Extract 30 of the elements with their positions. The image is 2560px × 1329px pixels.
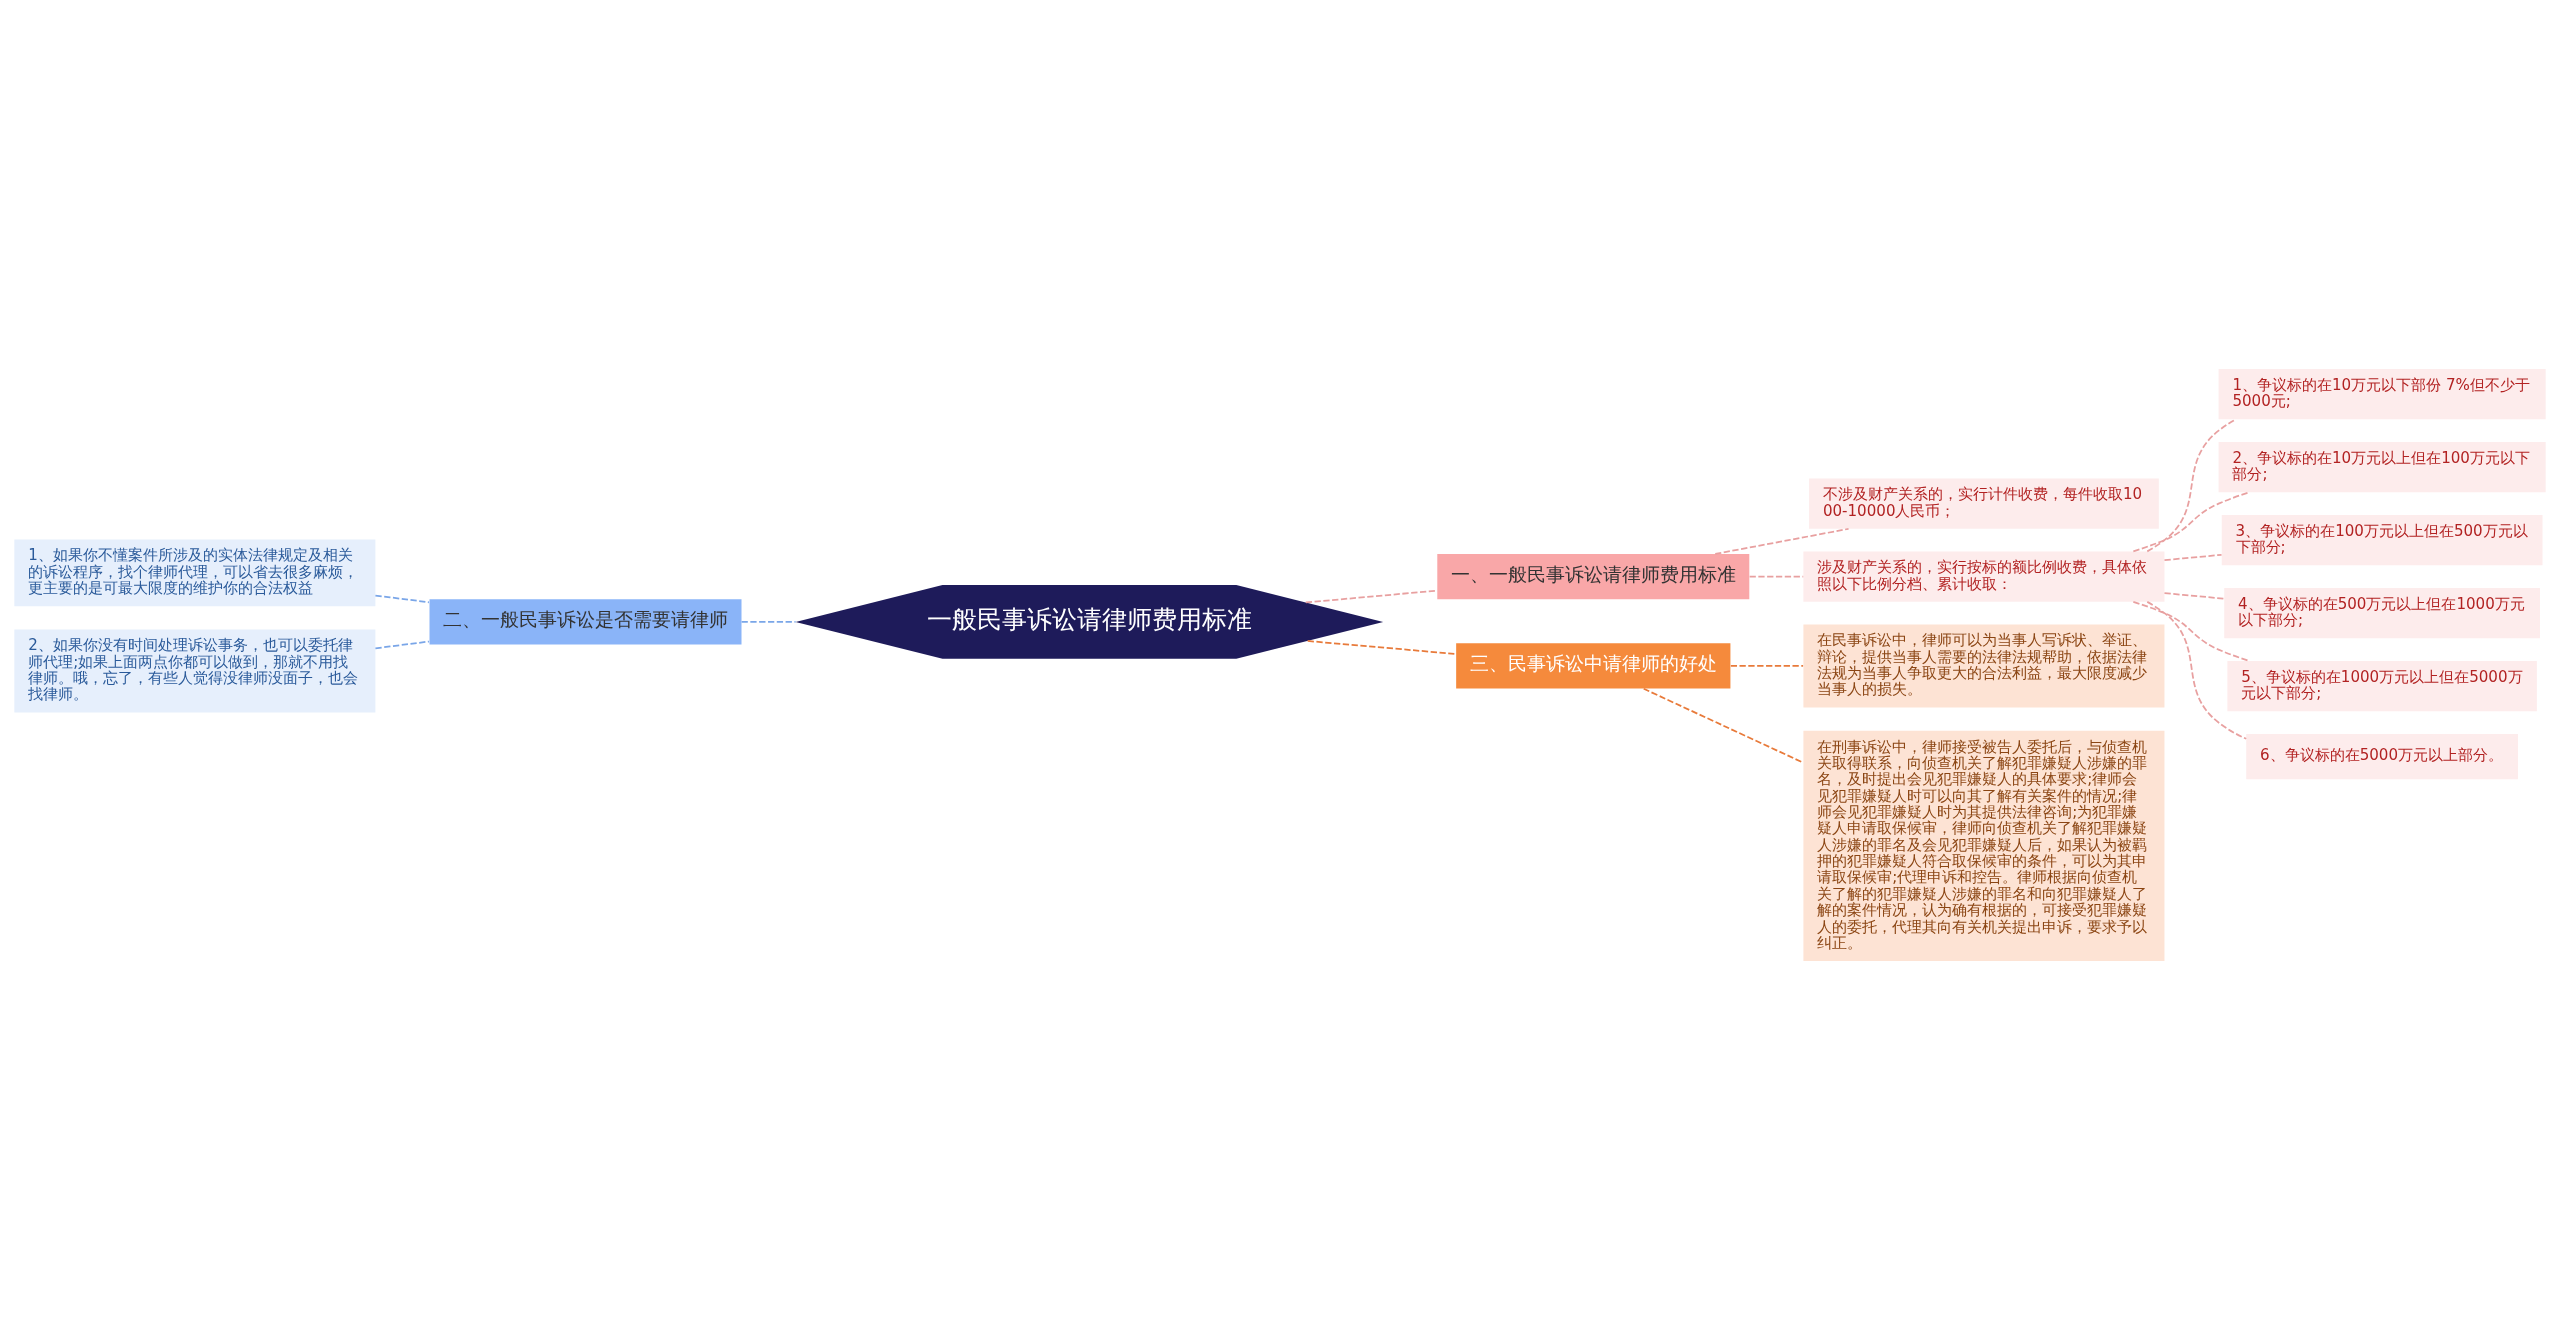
node-box: 在刑事诉讼中，律师接受被告人委托后，与侦查机关取得联系，向侦查机关了解犯罪嫌疑人涉嫌的罪名，及时提出会见犯罪嫌疑人的具体要求;律师会见犯罪嫌疑人时可以向其了解有关案件的情况;律师会见犯罪嫌疑人时为其提供法律咨询;为犯罪嫌疑人申请取保候审，律师向侦查机关了解犯罪嫌疑人涉嫌的罪名及会见犯罪嫌疑人后，如果认为被羁押的犯罪嫌疑人符合取保候审的条件，可以为其申请取保候审;代理申诉和控告。律师根据向侦查机关了解的犯罪嫌疑人涉嫌的罪名和向犯罪嫌疑人了解的案件情况，认为确有根据的，可接受犯罪嫌疑人的委托，代理其向有关机关提出申诉，要求予以纠正。	[1803, 730, 2165, 961]
connector	[2132, 491, 2250, 552]
connector	[2163, 553, 2223, 561]
node-box: 涉及财产关系的，实行按标的额比例收费，具体依照以下比例分档、累计收取：	[1803, 550, 2165, 602]
connector	[1729, 664, 1804, 667]
connector	[1642, 687, 1804, 763]
node-box: 4、争议标的在500万元以上但在1000万元以下部分;	[2224, 587, 2540, 638]
node-box: 3、争议标的在100万元以上但在500万元以下部分;	[2221, 514, 2543, 565]
connector	[1306, 639, 1457, 655]
node-box: 不涉及财产关系的，实行计件收费，每件收取1000-10000人民币；	[1809, 478, 2159, 529]
connector	[2146, 418, 2237, 552]
node-box: 2、如果你没有时间处理诉讼事务，也可以委托律师代理;如果上面两点你都可以做到，那就不用找律师。哦，忘了，有些人觉得没律师没面子，也会找律师。	[14, 628, 376, 712]
node-box: 在民事诉讼中，律师可以为当事人写诉状、举证、辩论，提供当事人需要的法律法规帮助，依据法律法规为当事人争取更大的合法利益，最大限度减少当事人的损失。	[1803, 623, 2165, 707]
connector	[2132, 600, 2250, 662]
connector	[1304, 589, 1438, 603]
connector	[2146, 600, 2248, 740]
node-box: 二、一般民事诉讼是否需要请律师	[429, 598, 742, 645]
node-box: 1、如果你不懂案件所涉及的实体法律规定及相关的诉讼程序，找个律师代理，可以省去很多麻烦，更主要的是可最大限度的维护你的合法权益	[14, 539, 376, 606]
connector	[374, 594, 430, 603]
node-box: 5、争议标的在1000万元以上但在5000万元以下部分;	[2227, 660, 2537, 711]
connector	[1714, 527, 1850, 555]
node-box: 三、民事诉讼中请律师的好处	[1456, 642, 1731, 689]
connector	[1748, 575, 1805, 577]
connector	[374, 640, 430, 649]
node-box: 2、争议标的在10万元以上但在100万元以下部分;	[2218, 441, 2546, 492]
node-box: 6、争议标的在5000万元以上部分。	[2246, 733, 2518, 779]
node-box: 一、一般民事诉讼请律师费用标准	[1437, 553, 1750, 599]
node-box: 1、争议标的在10万元以下部份 7%但不少于5000元;	[2218, 368, 2546, 419]
connector	[2163, 591, 2225, 599]
connector	[740, 620, 797, 623]
